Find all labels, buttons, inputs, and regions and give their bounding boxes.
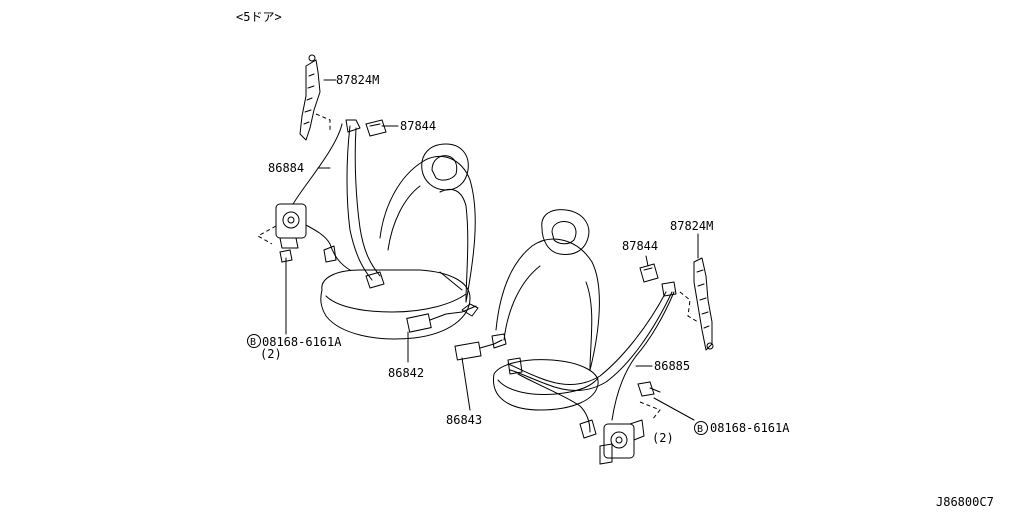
diagram-code: J86800C7 — [936, 495, 994, 509]
label-bolt-left-qty: (2) — [260, 347, 282, 361]
guide-87844-lower — [639, 263, 659, 283]
buckle-86842 — [406, 303, 479, 333]
bolt-left-marker-circle — [247, 334, 261, 348]
guide-87844-upper — [365, 119, 387, 137]
belt-left — [291, 119, 385, 289]
buckle-86843 — [454, 333, 507, 361]
left-seat — [320, 143, 476, 340]
label-86842: 86842 — [388, 366, 424, 380]
bolt-right-marker: B — [697, 424, 703, 435]
retractor-left — [275, 203, 307, 249]
label-87844-lower: 87844 — [622, 239, 658, 253]
upper-anchor-right — [693, 257, 714, 351]
upper-anchor-left — [299, 54, 321, 141]
label-86843: 86843 — [446, 413, 482, 427]
bolt-left-marker: B — [250, 337, 256, 348]
door-variant-label: <5ドア> — [236, 10, 282, 24]
bolt-right-marker-circle — [694, 421, 708, 435]
label-87824m-lower: 87824M — [670, 219, 713, 233]
label-bolt-left: 08168-6161A — [262, 335, 342, 349]
retractor-right — [599, 419, 645, 465]
label-86884: 86884 — [268, 161, 304, 175]
right-seat — [493, 209, 600, 411]
belt-right — [507, 281, 677, 439]
label-87844-upper: 87844 — [400, 119, 436, 133]
bolt-right — [637, 381, 661, 397]
label-bolt-right: 08168-6161A — [710, 421, 790, 435]
label-86885: 86885 — [654, 359, 690, 373]
bolt-left — [279, 249, 293, 263]
label-87824m-upper: 87824M — [336, 73, 379, 87]
label-bolt-right-qty: (2) — [652, 431, 674, 445]
